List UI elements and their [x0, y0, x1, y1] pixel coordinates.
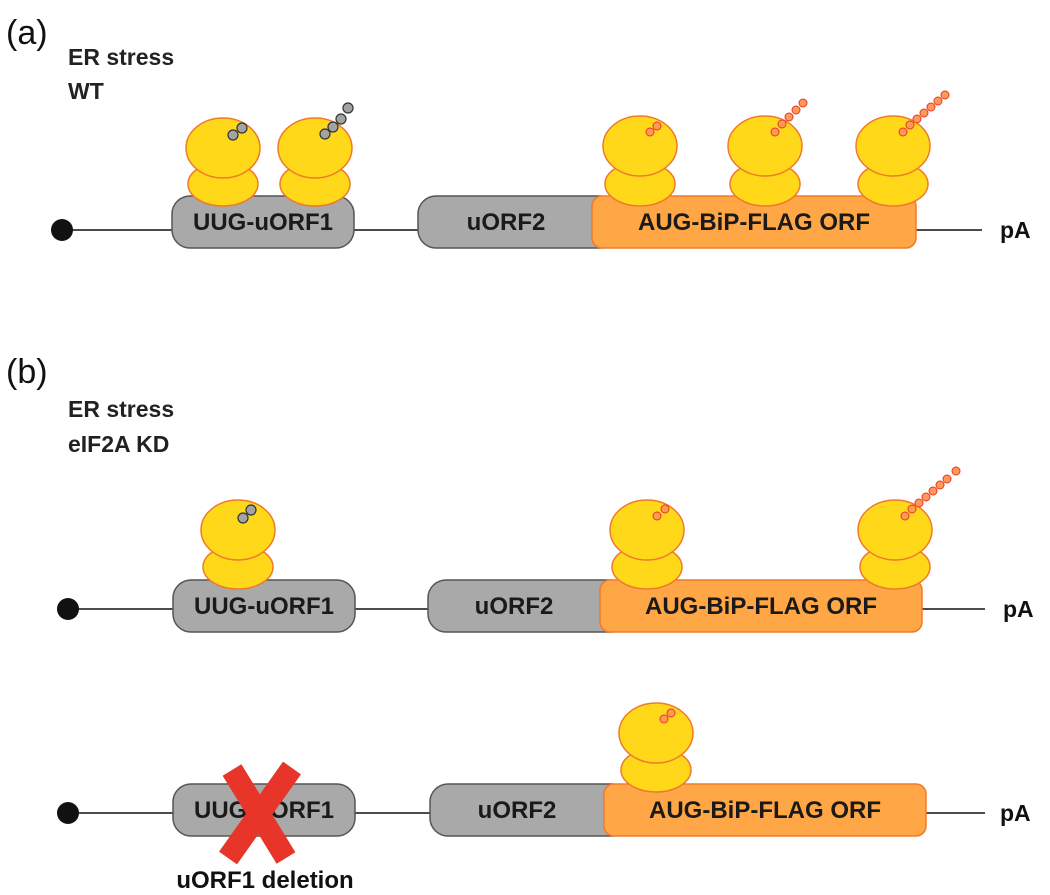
uorf2-label: uORF2: [475, 593, 554, 620]
ribosome: [618, 702, 694, 793]
panel-b-condition-genotype: eIF2A KD: [68, 431, 169, 457]
uorf2-label: uORF2: [467, 209, 546, 236]
deletion-note: uORF1 deletion: [176, 867, 353, 894]
nascent-peptide: [900, 466, 961, 521]
panel-a-condition-stress: ER stress: [68, 44, 174, 70]
nascent-peptide: [319, 102, 354, 140]
main-orf-box: [603, 783, 927, 837]
panel-b-letter: (b): [6, 353, 48, 391]
deletion-cross-icon: [219, 761, 301, 865]
poly-a-label: pA: [1003, 596, 1034, 622]
mrna-cap: [57, 802, 79, 824]
mrna-cap: [51, 219, 73, 241]
main-orf-label: AUG-BiP-FLAG ORF: [649, 797, 881, 824]
ribosome: [277, 102, 354, 207]
ribosome: [857, 466, 961, 590]
panel-b-deletion: UUG-uORF1 uORF2 AUG-BiP-FLAG ORF pA uORF…: [57, 702, 1031, 894]
ribosome: [855, 90, 950, 207]
nascent-peptide: [227, 122, 248, 141]
ribosome: [200, 499, 276, 590]
main-orf-label: AUG-BiP-FLAG ORF: [638, 209, 870, 236]
main-orf-box: [599, 579, 923, 633]
nascent-peptide: [645, 121, 662, 137]
uorf1-box: [171, 195, 355, 249]
poly-a-label: pA: [1000, 217, 1031, 243]
ribosome: [185, 117, 261, 207]
nascent-peptide: [898, 90, 950, 137]
panel-a: (a) ER stress WT UUG-uORF1 uORF2 AUG-BiP…: [6, 14, 1031, 249]
uorf1-label: UUG-uORF1: [194, 593, 334, 620]
nascent-peptide: [770, 98, 808, 137]
ribosome: [609, 499, 685, 590]
panel-a-condition-genotype: WT: [68, 78, 104, 104]
poly-a-label: pA: [1000, 800, 1031, 826]
mrna-cap: [57, 598, 79, 620]
nascent-peptide: [237, 504, 257, 524]
panel-a-letter: (a): [6, 14, 48, 52]
main-orf-label: AUG-BiP-FLAG ORF: [645, 593, 877, 620]
panel-b: (b) ER stress eIF2A KD UUG-uORF1 uORF2 A…: [6, 353, 1034, 633]
ribosome: [727, 98, 808, 207]
panel-b-condition-stress: ER stress: [68, 396, 174, 422]
nascent-peptide: [659, 708, 676, 724]
uorf1-label: UUG-uORF1: [193, 209, 333, 236]
uorf2-label: uORF2: [478, 797, 557, 824]
ribosome: [602, 115, 678, 207]
nascent-peptide: [652, 504, 670, 521]
